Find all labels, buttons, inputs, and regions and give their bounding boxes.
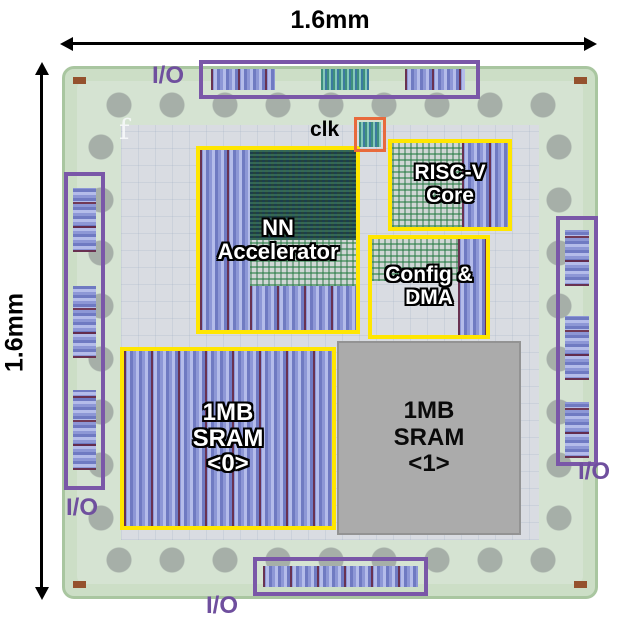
io-cells-decoration: [73, 188, 96, 252]
die-corner-mark-bottom-right: [574, 581, 587, 588]
io-region-left: [64, 172, 105, 490]
io-label-left: I/O: [66, 494, 99, 521]
block-riscv-core: RISC-V Core: [388, 139, 512, 231]
io-region-right: [556, 216, 598, 466]
arrowhead-up-icon: [35, 62, 49, 75]
die-corner-mark-top-right: [574, 77, 587, 84]
io-cells-decoration: [321, 69, 369, 90]
io-label-right: I/O: [578, 458, 611, 485]
die-mark-letter: f: [119, 113, 130, 146]
nn-logic-region: [250, 240, 356, 286]
riscv-core-label: RISC-V Core: [414, 161, 486, 207]
sram0-label: 1MB SRAM <0>: [192, 398, 264, 478]
width-arrow-shaft: [71, 42, 586, 45]
io-cells-decoration: [565, 230, 589, 286]
arrowhead-right-icon: [584, 37, 597, 51]
io-cells-decoration: [211, 69, 275, 90]
clk-cells-decoration: [359, 122, 381, 147]
arrowhead-left-icon: [60, 37, 73, 51]
nn-sram-stripes-left: [200, 150, 250, 330]
height-dimension-label: 1.6mm: [0, 292, 29, 373]
io-label-top: I/O: [152, 62, 185, 89]
height-arrow: [35, 62, 49, 600]
io-cells-decoration: [73, 390, 96, 470]
io-cells-decoration: [565, 316, 589, 380]
arrowhead-down-icon: [35, 587, 49, 600]
sram1-label: 1MB SRAM <1>: [393, 396, 465, 478]
clk-label: clk: [310, 118, 340, 141]
nn-pe-array-region: [250, 150, 356, 240]
riscv-logic-region: [392, 143, 462, 227]
nn-accelerator-label: NN Accelerator: [217, 215, 339, 264]
config-logic-region: [372, 239, 458, 281]
block-config-dma: Config & DMA: [368, 235, 490, 339]
block-sram1: 1MB SRAM <1>: [337, 341, 521, 535]
block-nn-accelerator: NN Accelerator: [196, 146, 360, 334]
clk-region: [354, 117, 386, 152]
block-sram0: 1MB SRAM <0>: [120, 347, 336, 530]
io-region-bottom: [253, 557, 428, 596]
width-arrow: [60, 37, 597, 51]
bond-pads-top: [93, 89, 567, 121]
io-cells-decoration: [263, 566, 418, 587]
width-dimension-label: 1.6mm: [290, 6, 370, 34]
sram0-array-stripes: [124, 351, 332, 526]
io-cells-decoration: [565, 402, 589, 458]
io-region-top: [199, 60, 480, 99]
config-dma-label: Config & DMA: [385, 263, 473, 309]
nn-sram-stripes-bottom: [250, 286, 356, 330]
riscv-sram-stripes: [462, 143, 508, 227]
die-corner-mark-bottom-left: [73, 581, 86, 588]
io-cells-decoration: [73, 286, 96, 358]
config-sram-stripes: [458, 239, 486, 335]
die-corner-mark-top-left: [73, 77, 86, 84]
io-label-bottom: I/O: [206, 592, 239, 619]
height-arrow-shaft: [40, 73, 43, 589]
io-cells-decoration: [405, 69, 465, 90]
